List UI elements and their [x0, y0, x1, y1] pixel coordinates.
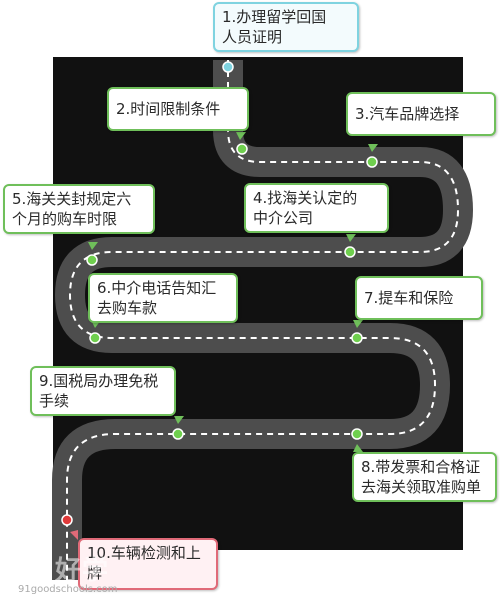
- step-4-marker: [344, 246, 356, 258]
- step-8-pointer: [353, 444, 363, 452]
- step-5-callout: 5.海关关封规定六 个月的购车时限: [3, 184, 155, 234]
- step-5-marker: [86, 254, 98, 266]
- watermark-brand: 好学: [55, 556, 110, 586]
- step-5-pointer: [88, 242, 98, 250]
- start-marker: [222, 61, 234, 73]
- step-3-marker: [366, 156, 378, 168]
- step-2-marker: [236, 143, 248, 155]
- step-2-callout: 2.时间限制条件: [107, 87, 249, 131]
- step-3-pointer: [368, 144, 378, 152]
- step-10-callout: 10.车辆检测和上 牌: [78, 538, 218, 590]
- end-marker: [61, 514, 73, 526]
- step-3-callout: 3.汽车品牌选择: [346, 92, 496, 136]
- step-9-pointer: [174, 416, 184, 424]
- step-9-marker: [172, 428, 184, 440]
- step-10-pointer: [70, 530, 78, 540]
- step-9-callout: 9.国税局办理免税 手续: [30, 366, 176, 416]
- step-8-callout: 8.带发票和合格证 去海关领取准购单: [352, 452, 497, 502]
- watermark-url: 91goodschools.com: [18, 584, 118, 595]
- step-7-pointer: [353, 320, 363, 328]
- step-8-marker: [351, 428, 363, 440]
- step-2-pointer: [236, 132, 246, 140]
- step-1-callout: 1.办理留学回国 人员证明: [213, 2, 359, 52]
- step-4-callout: 4.找海关认定的 中介公司: [244, 183, 389, 233]
- step-6-callout: 6.中介电话告知汇 去购车款: [88, 273, 238, 323]
- step-4-pointer: [346, 234, 356, 242]
- step-6-marker: [89, 332, 101, 344]
- step-7-marker: [351, 332, 363, 344]
- road: [52, 60, 473, 580]
- step-7-callout: 7.提车和保险: [355, 276, 483, 320]
